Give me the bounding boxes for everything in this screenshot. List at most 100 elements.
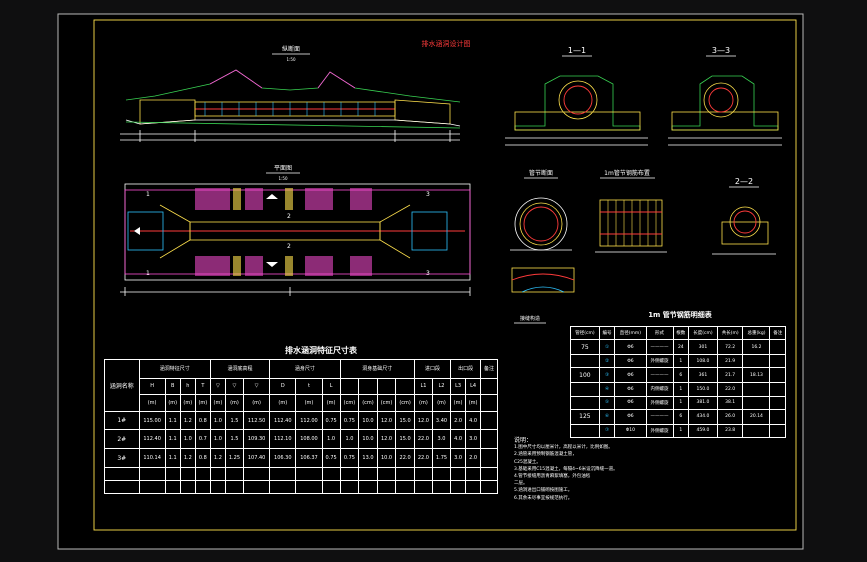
culvert-sym-cell: L — [321, 377, 341, 396]
culvert-unit-cell: (m) — [465, 394, 482, 412]
joint-detail-title: 接缝构造 — [520, 315, 540, 322]
rebar-n-cell: 1 — [672, 354, 690, 369]
culvert-value-cell: 1.2 — [209, 448, 226, 468]
culvert-value-cell: 0.8 — [194, 448, 211, 468]
culvert-value-cell: 12.0 — [376, 410, 397, 431]
culvert-group-header: 出口段 — [450, 359, 482, 379]
culvert-value-cell: 4.0 — [450, 429, 467, 450]
rebar-d-cell: Φ10 — [614, 423, 647, 439]
culvert-value-cell: 2.0 — [465, 448, 482, 468]
culvert-sym-cell: B — [164, 377, 181, 396]
rebar-wt-cell — [742, 354, 771, 369]
rebar-total-cell: 22.0 — [716, 382, 744, 397]
culvert-value-cell: 112.40 — [269, 410, 297, 431]
culvert-sym-cell: L4 — [465, 377, 482, 396]
culvert-unit-cell: (cm) — [376, 394, 397, 412]
culvert-value-cell: 10.0 — [358, 429, 378, 450]
rebar-d-cell: Φ6 — [614, 395, 647, 410]
rebar-d-cell: Φ6 — [614, 408, 647, 425]
culvert-value-cell: 1.0 — [179, 429, 196, 450]
section-1-1: 1—1 — [505, 46, 648, 146]
culvert-value-cell: 0.75 — [321, 448, 341, 468]
plan-scale: 1:50 — [279, 176, 288, 181]
culvert-value-cell: 4.0 — [465, 410, 482, 431]
culvert-group-header: 涵洞底高程 — [209, 359, 271, 379]
culvert-value-cell: 22.0 — [395, 448, 415, 468]
note-item: 二层。 — [514, 481, 528, 487]
culvert-sym-cell: ▽ — [224, 377, 244, 396]
rebar-header-cell: 编号 — [598, 325, 616, 341]
rebar-wt-cell: 16.2 — [742, 339, 771, 356]
rebar-shape-cell: 外侧螺旋 — [645, 395, 674, 410]
svg-text:1: 1 — [146, 191, 150, 198]
culvert-value-cell: 3.0 — [450, 448, 467, 468]
rebar-d-cell: Φ6 — [614, 354, 647, 369]
rebar-dia-cell — [570, 354, 600, 369]
culvert-value-cell: 13.0 — [358, 448, 378, 468]
note-item: 3.基础采用C15混凝土，每隔4~6米设沉降缝一道。 — [514, 466, 618, 472]
rebar-total-cell: 21.9 — [716, 354, 744, 369]
svg-text:3: 3 — [426, 191, 430, 198]
culvert-value-cell: 15.0 — [395, 429, 415, 450]
rebar-shape-cell: ———— — [645, 367, 674, 384]
culvert-sym-cell — [358, 377, 378, 396]
rebar-n-cell: 24 — [672, 339, 690, 356]
culvert-sym-cell: H — [138, 377, 166, 396]
culvert-unit-cell: (cm) — [358, 394, 378, 412]
culvert-value-cell: 112.00 — [295, 410, 323, 431]
rebar-layout-view: 1m管节钢筋布置 — [595, 169, 667, 253]
rebar-no-cell: ⑦ — [598, 423, 616, 439]
culvert-name-cell: 3# — [104, 448, 140, 468]
note-item: 6.其余未尽事宜按规范执行。 — [514, 495, 573, 501]
culvert-unit-cell: (m) — [431, 394, 452, 412]
culvert-group-header: 备注 — [480, 359, 498, 379]
culvert-value-cell: 22.0 — [413, 429, 433, 450]
culvert-table-block: 排水涵洞特征尺寸表 涵洞名称涵洞特征尺寸涵洞底高程涵身尺寸洞身基础尺寸进口段出口… — [104, 345, 498, 494]
rebar-len-cell: 459.0 — [688, 423, 718, 439]
culvert-sym-cell — [395, 377, 415, 396]
svg-text:2: 2 — [287, 243, 291, 250]
rebar-dia-cell: 75 — [570, 339, 600, 356]
sheet-inner-border — [93, 19, 797, 531]
rebar-wt-cell: 18.13 — [742, 367, 771, 384]
culvert-value-cell: 109.30 — [242, 429, 271, 450]
rebar-header-cell: 直径(mm) — [614, 325, 647, 341]
culvert-sym-cell: L1 — [413, 377, 433, 396]
culvert-value-cell: 0.75 — [339, 410, 360, 431]
culvert-unit-cell: (m) — [295, 394, 323, 412]
culvert-value-cell: 1.2 — [179, 448, 196, 468]
rebar-shape-cell: 外侧螺旋 — [645, 423, 674, 439]
rebar-header-cell: 总重(kg) — [742, 325, 771, 341]
culvert-value-cell: 12.0 — [376, 429, 397, 450]
culvert-value-cell: 1.2 — [179, 410, 196, 431]
rebar-table-block: 1m 管节钢筋明细表 管径(cm)编号直径(mm)形式根数长度(cm)共长(m)… — [570, 310, 790, 439]
plan-title: 平面图 — [274, 165, 292, 172]
culvert-sym-cell: D — [269, 377, 297, 396]
rebar-dia-cell — [570, 395, 600, 410]
rebar-shape-cell: ———— — [645, 408, 674, 425]
notes-title: 说明： — [514, 437, 533, 444]
rebar-dia-cell — [570, 423, 600, 439]
culvert-unit-cell: (cm) — [395, 394, 415, 412]
rebar-no-cell: ⑤ — [598, 395, 616, 410]
section-3-title: 3—3 — [712, 46, 730, 55]
rebar-dia-cell — [570, 382, 600, 397]
notes-block: 说明： 1.图中尺寸均以厘米计，高程以米计，比例如图。2.涵管采用预制钢筋混凝土… — [514, 437, 694, 502]
culvert-unit-cell: (m) — [413, 394, 433, 412]
culvert-group-header: 涵身尺寸 — [269, 359, 341, 379]
joint-detail-view: 接缝构造 — [511, 267, 575, 324]
rebar-n-cell: 1 — [672, 395, 690, 410]
culvert-value-cell: 1.0 — [321, 429, 341, 450]
rebar-len-cell: 108.0 — [688, 354, 718, 369]
rebar-total-cell: 38.1 — [716, 395, 744, 410]
note-item: 4.管节接缝用沥青麻絮填塞，外包油毡 — [514, 474, 591, 480]
note-item: 2.涵管采用预制钢筋混凝土管， — [514, 452, 577, 458]
culvert-group-header: 进口段 — [413, 359, 452, 379]
rebar-shape-cell: 外侧螺旋 — [645, 354, 674, 369]
section-2-title: 2—2 — [735, 177, 753, 186]
